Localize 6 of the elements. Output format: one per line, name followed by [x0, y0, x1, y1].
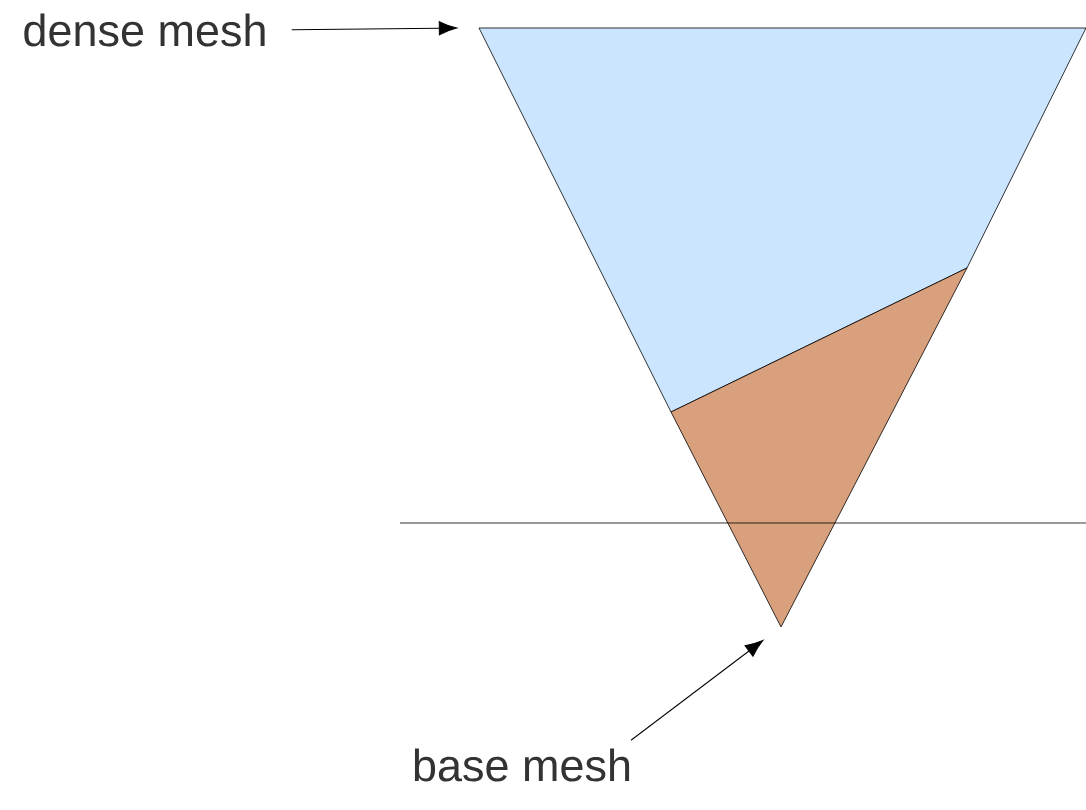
leader-arrow [291, 21, 458, 36]
mesh-region [670, 267, 968, 628]
mesh-region [478, 27, 1086, 413]
text-label: dense mesh [24, 13, 265, 47]
leader-arrow [630, 640, 764, 741]
text-label: base mesh [414, 748, 630, 782]
